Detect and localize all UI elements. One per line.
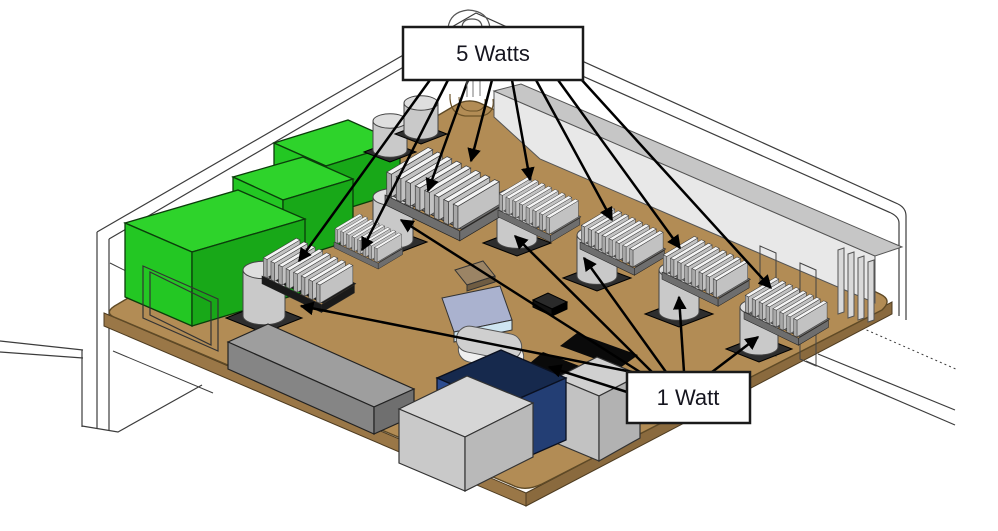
capacitor-1 bbox=[224, 260, 304, 334]
callout-one-watt: 1 Watt bbox=[625, 370, 752, 425]
capacitor-4 bbox=[393, 95, 449, 145]
chip-brown bbox=[454, 260, 496, 292]
board-corner-tab bbox=[449, 93, 494, 117]
one-watt-arrows bbox=[299, 218, 760, 394]
five-watts-arrows bbox=[297, 77, 772, 290]
one-watt-label: 1 Watt bbox=[657, 385, 720, 410]
wireframe-post-lines bbox=[466, 80, 481, 97]
enclosure-wall bbox=[492, 83, 904, 367]
wall-end-fins bbox=[837, 247, 875, 323]
grey-box-front bbox=[397, 375, 535, 492]
transformer-block bbox=[226, 323, 416, 435]
callout-five-watts: 5 Watts bbox=[401, 25, 585, 82]
bottom-cluster bbox=[226, 323, 642, 492]
small-chips bbox=[441, 260, 569, 343]
five-watts-label: 5 Watts bbox=[456, 41, 530, 66]
enclosure-cutout-window bbox=[142, 265, 219, 352]
